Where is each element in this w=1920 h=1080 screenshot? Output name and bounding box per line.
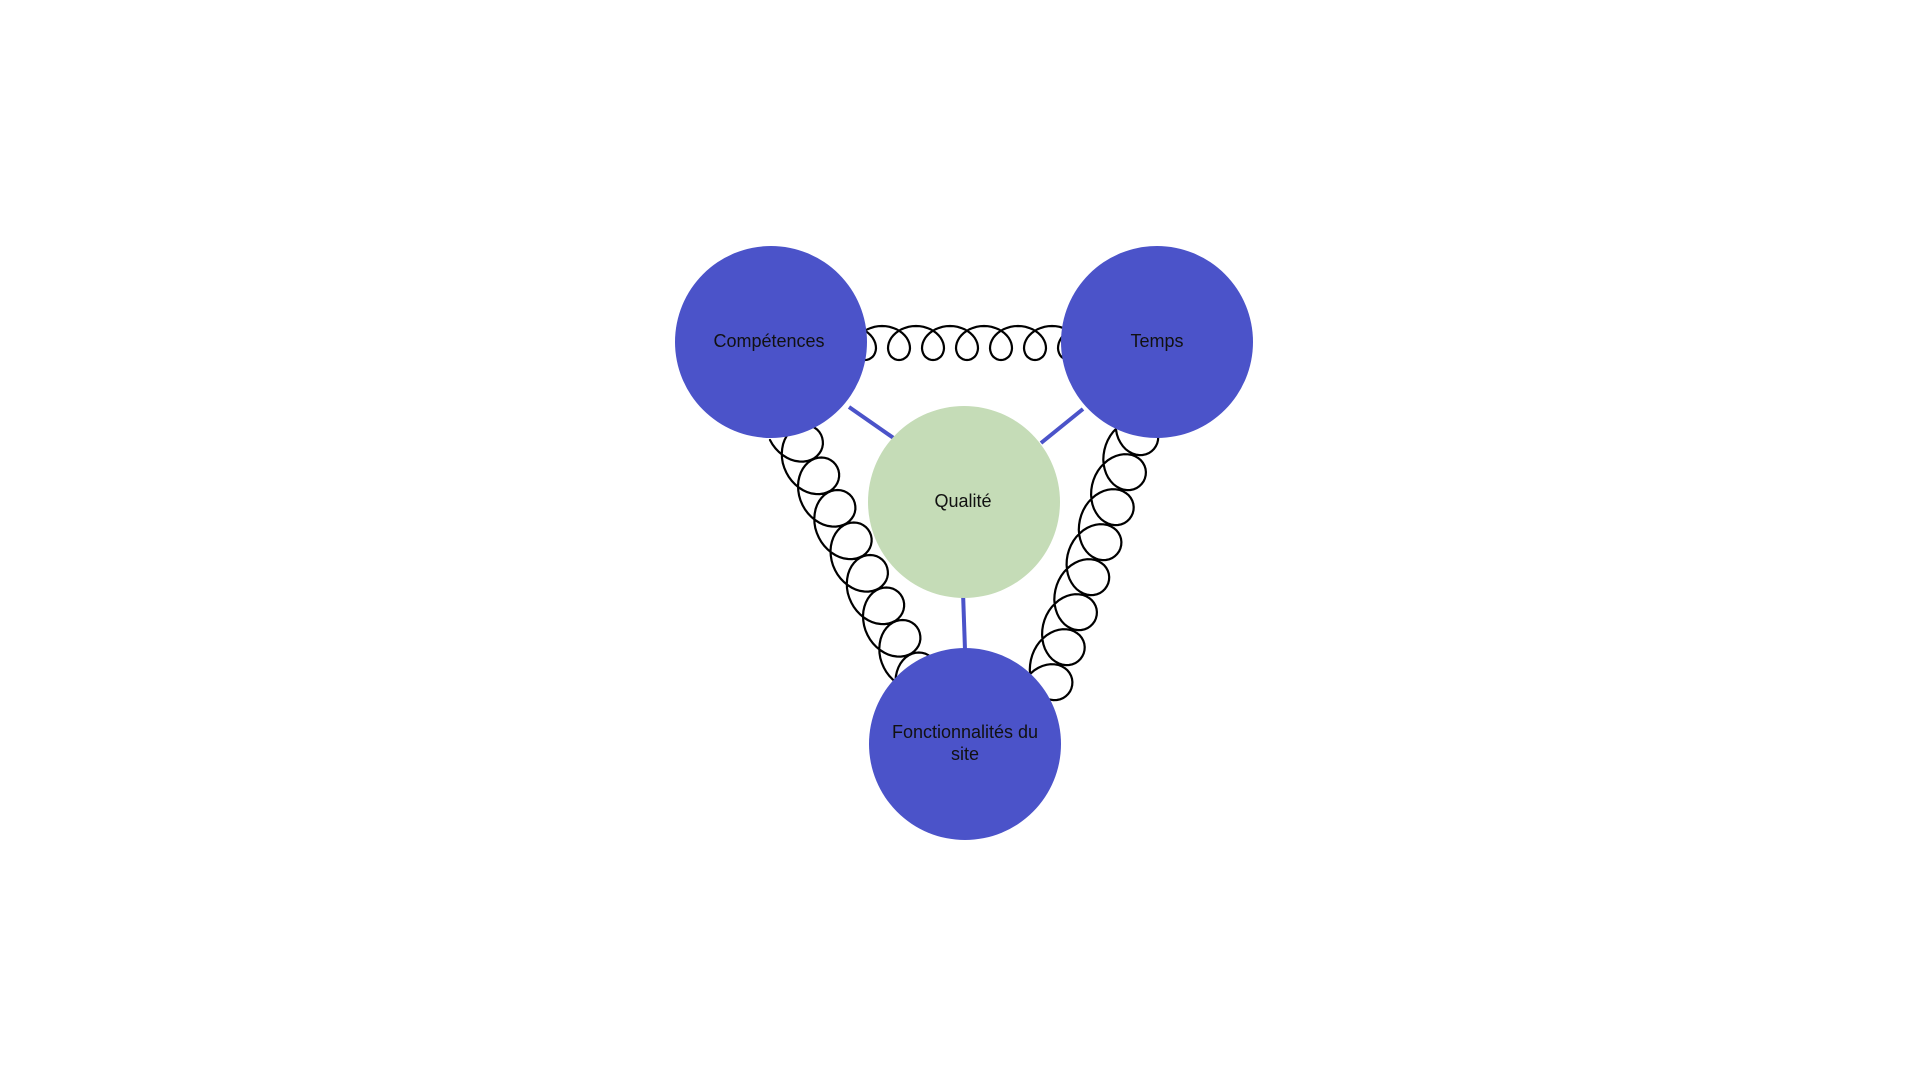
node-qualite-label: Qualité [934, 491, 991, 511]
spring-temps-fonctionnalites [1018, 408, 1160, 702]
spring-competences-fonctionnalites [768, 423, 938, 702]
connector-competences-qualite [847, 405, 897, 441]
node-temps-label: Temps [1130, 331, 1183, 351]
node-qualite: Qualité [868, 406, 1060, 598]
node-competences-circle [675, 246, 867, 438]
node-fonctionnalites-label-line1: Fonctionnalités du [892, 722, 1038, 742]
connector-temps-qualite [1039, 407, 1085, 445]
node-fonctionnalites-circle [869, 648, 1061, 840]
node-competences-label: Compétences [713, 331, 824, 351]
connector-fonctionnalites-qualite [961, 591, 967, 651]
node-qualite-circle [868, 406, 1060, 598]
node-fonctionnalites-label-line2: site [951, 744, 979, 764]
node-competences: Compétences [675, 246, 867, 438]
spring-competences-temps [846, 324, 1088, 362]
node-temps: Temps [1061, 246, 1253, 438]
node-fonctionnalites: Fonctionnalités du site [869, 648, 1061, 840]
node-temps-circle [1061, 246, 1253, 438]
